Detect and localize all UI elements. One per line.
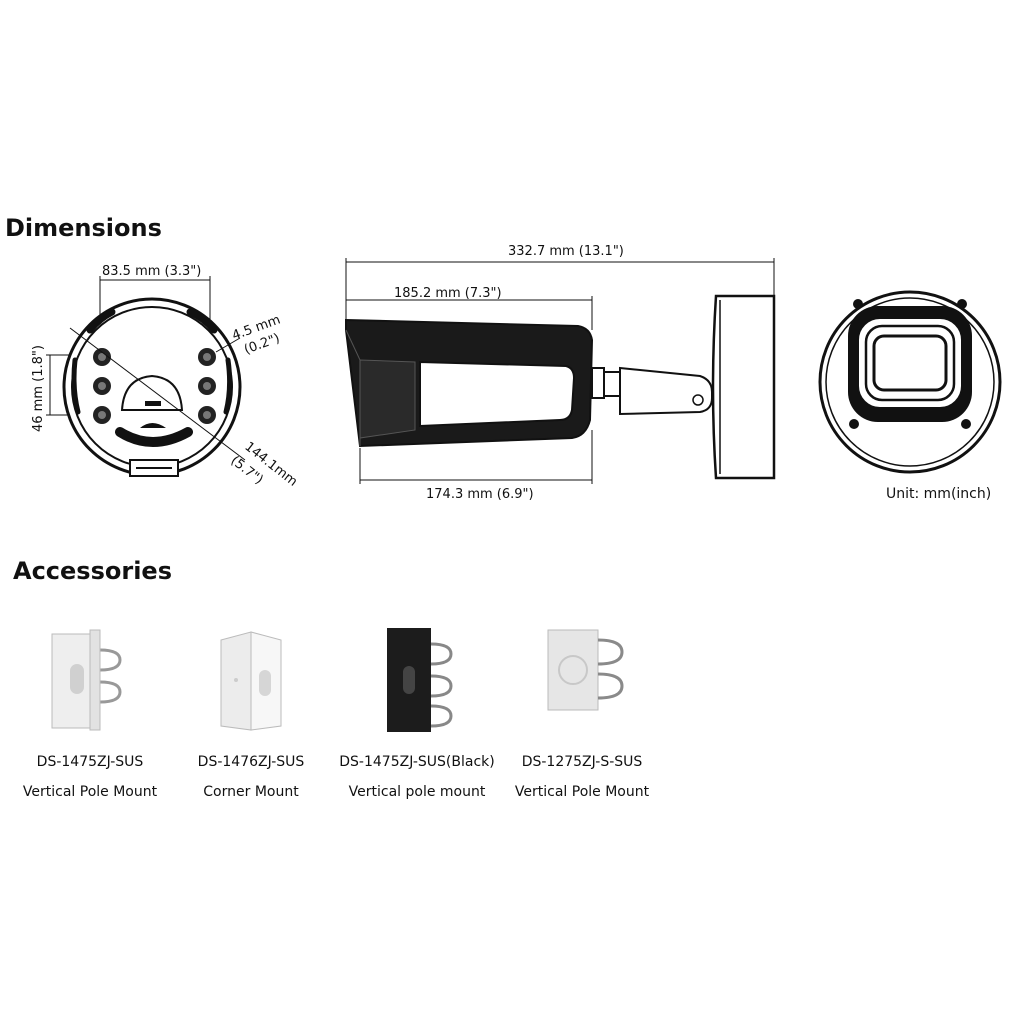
accessory-description: Vertical pole mount — [348, 784, 486, 800]
accessory-item: DS-1275ZJ-S-SUS Vertical Pole Mount — [497, 620, 667, 800]
accessory-description: Corner Mount — [203, 784, 299, 800]
vertical-pole-mount-image — [51, 629, 122, 731]
body-length-label: 185.2 mm (7.3") — [394, 286, 502, 301]
black-vertical-pole-mount-image — [387, 628, 453, 732]
accessory-model: DS-1275ZJ-S-SUS — [521, 754, 643, 770]
accessory-model: DS-1476ZJ-SUS — [197, 754, 305, 770]
accessory-item: DS-1475ZJ-SUS(Black) Vertical pole mount — [332, 620, 502, 800]
bottom-length-label: 174.3 mm (6.9") — [426, 487, 534, 502]
unit-label: Unit: mm(inch) — [886, 486, 992, 502]
steel-vertical-pole-mount-image — [547, 629, 624, 711]
accessory-description: Vertical Pole Mount — [514, 784, 650, 800]
corner-mount-image — [220, 631, 282, 731]
accessories-heading: Accessories — [13, 557, 172, 585]
width-top-label: 83.5 mm (3.3") — [102, 264, 201, 279]
accessory-description: Vertical Pole Mount — [22, 784, 158, 800]
front-view-drawing — [818, 290, 1002, 474]
accessory-item: DS-1476ZJ-SUS Corner Mount — [166, 620, 336, 800]
vertical-dim-label: 46 mm (1.8") — [31, 345, 46, 432]
base-view-drawing: 83.5 mm (3.3") 46 mm (1.8") 144.1mm (5.7… — [31, 264, 300, 490]
accessory-item: DS-1475ZJ-SUS Vertical Pole Mount — [5, 620, 175, 800]
total-length-label: 332.7 mm (13.1") — [508, 244, 624, 259]
dimensions-heading: Dimensions — [5, 214, 162, 242]
accessory-model: DS-1475ZJ-SUS — [36, 754, 144, 770]
side-view-drawing: 332.7 mm (13.1") 185.2 mm (7.3") 174.3 m… — [345, 244, 776, 502]
accessory-model: DS-1475ZJ-SUS(Black) — [339, 754, 495, 770]
